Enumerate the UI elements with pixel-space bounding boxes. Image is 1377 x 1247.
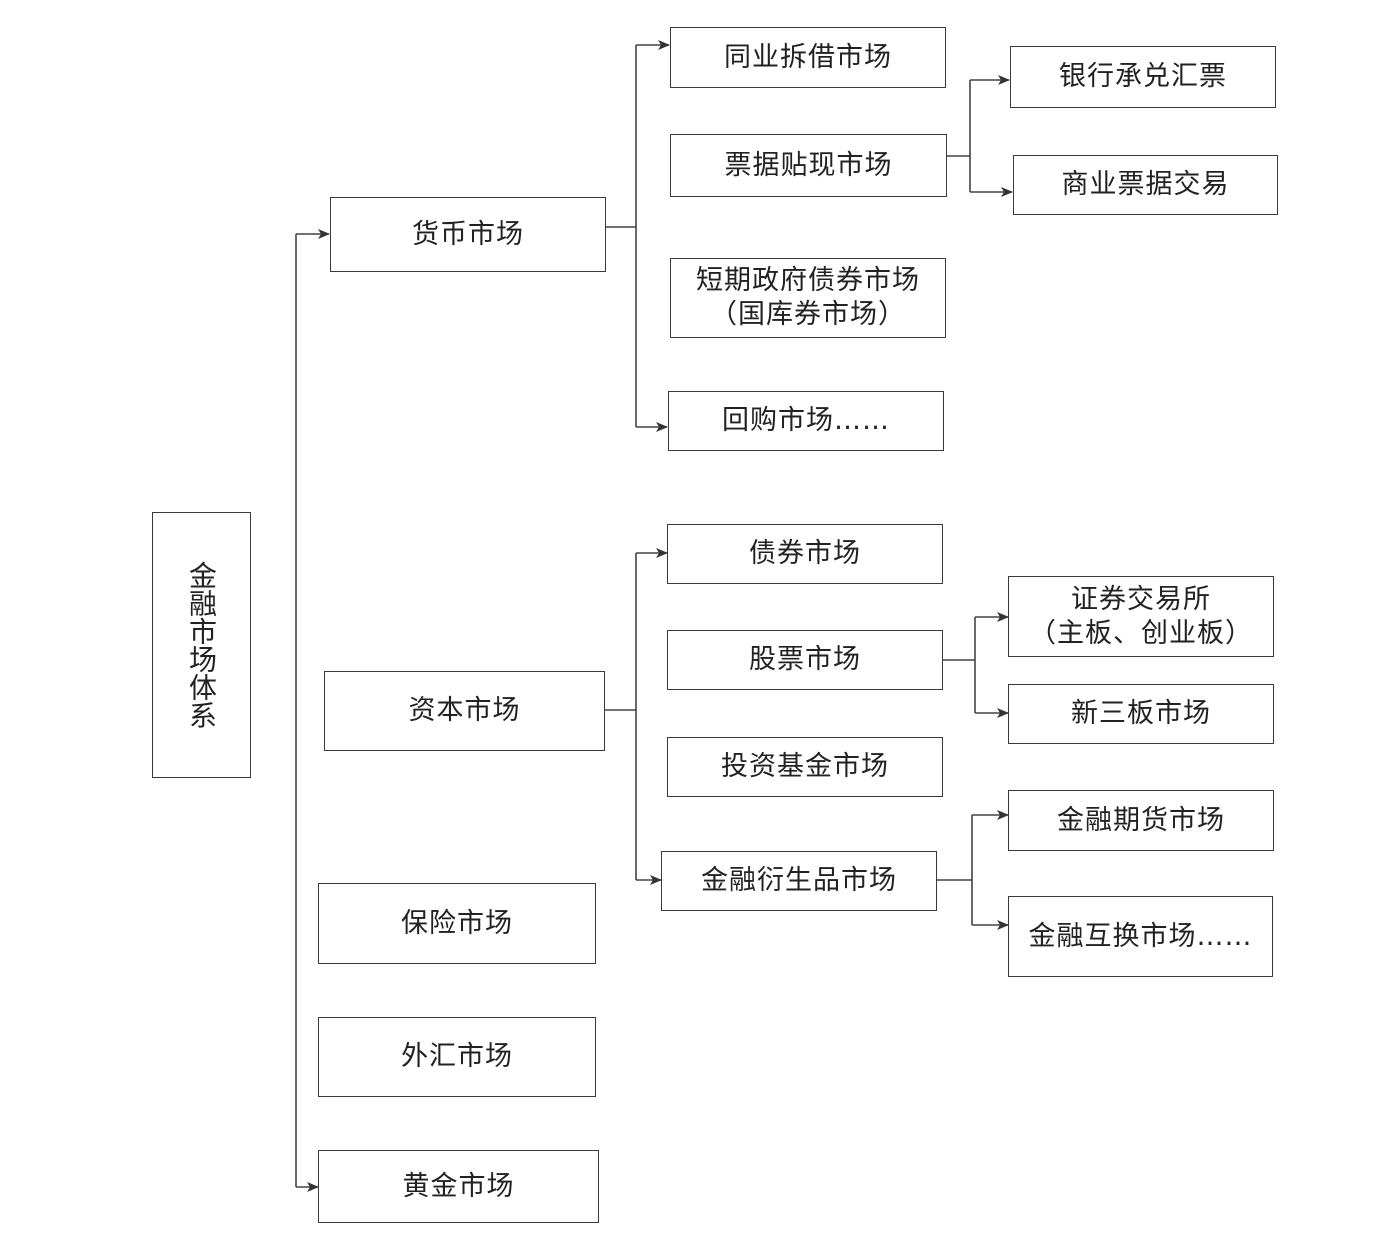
derivatives-market-box: 金融衍生品市场 [661, 851, 937, 911]
bond-market-box: 债券市场 [667, 524, 943, 584]
forex-market-box: 外汇市场 [318, 1017, 596, 1097]
stock-market-box: 股票市场 [667, 630, 943, 690]
fund-market-label: 投资基金市场 [721, 751, 889, 782]
derivatives-market-label: 金融衍生品市场 [701, 865, 897, 896]
forex-market-label: 外汇市场 [401, 1041, 513, 1072]
commercial-bill-box: 商业票据交易 [1013, 155, 1278, 215]
interbank-market-box: 同业拆借市场 [670, 27, 946, 88]
insurance-market-box: 保险市场 [318, 883, 596, 964]
commercial-bill-label: 商业票据交易 [1061, 169, 1230, 200]
bank-acceptance-label: 银行承兑汇票 [1059, 61, 1227, 92]
discount-market-label: 票据贴现市场 [724, 149, 893, 181]
gold-market-box: 黄金市场 [318, 1150, 599, 1223]
gold-market-label: 黄金市场 [402, 1170, 515, 1202]
swap-market-label: 金融互换市场…… [1028, 920, 1253, 952]
discount-market-box: 票据贴现市场 [670, 134, 947, 197]
main-board-label: （主板、创业板） [1029, 617, 1253, 649]
bond-market-label: 债券市场 [749, 538, 861, 569]
treasury-market-label: （国库券市场） [710, 299, 906, 330]
capital-market-box: 资本市场 [324, 671, 605, 751]
insurance-market-label: 保险市场 [401, 907, 513, 939]
money-market-box: 货币市场 [330, 197, 606, 272]
money-market-label: 货币市场 [412, 218, 524, 250]
swap-market-box: 金融互换市场…… [1008, 896, 1273, 977]
bank-acceptance-box: 银行承兑汇票 [1010, 46, 1276, 108]
neeq-market-box: 新三板市场 [1008, 684, 1274, 744]
futures-market-label: 金融期货市场 [1057, 804, 1225, 836]
repo-market-label: 回购市场…… [722, 405, 890, 436]
root-label: 金融市场体系 [185, 561, 218, 729]
govt-bond-market-box: 短期政府债券市场 （国库券市场） [670, 258, 946, 338]
neeq-market-label: 新三板市场 [1071, 698, 1211, 729]
futures-market-box: 金融期货市场 [1008, 790, 1274, 851]
govt-bond-market-label: 短期政府债券市场 [696, 265, 920, 296]
root-box: 金融市场体系 [152, 512, 251, 778]
capital-market-label: 资本市场 [408, 695, 521, 726]
stock-market-label: 股票市场 [749, 644, 861, 675]
stock-exchange-label: 证券交易所 [1071, 583, 1211, 615]
repo-market-box: 回购市场…… [668, 391, 944, 451]
stock-exchange-box: 证券交易所 （主板、创业板） [1008, 576, 1274, 657]
fund-market-box: 投资基金市场 [667, 737, 943, 797]
interbank-market-label: 同业拆借市场 [724, 41, 892, 73]
